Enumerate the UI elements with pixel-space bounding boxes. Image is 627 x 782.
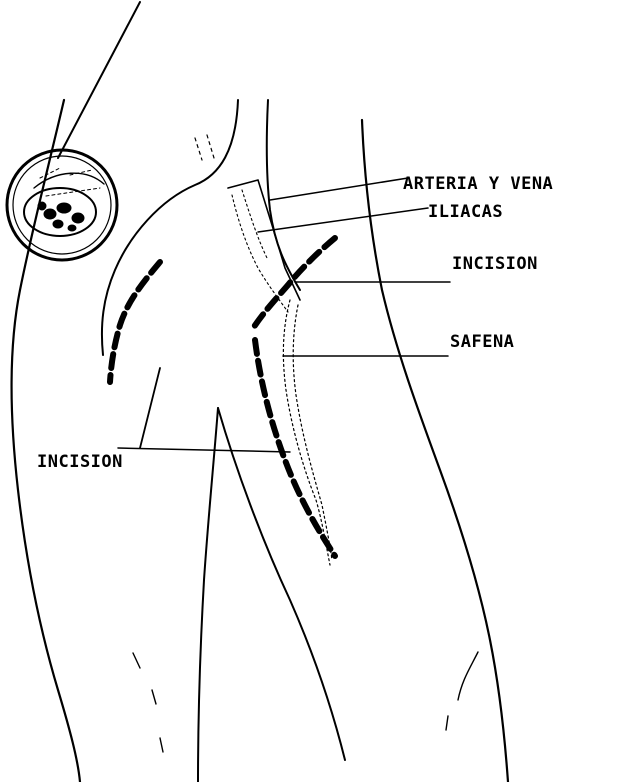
saphenous-vein (283, 300, 330, 565)
leader-incision-left (118, 448, 290, 452)
vessel-cross-section (24, 168, 104, 236)
groin-dotted-mark (195, 135, 214, 160)
leader-iliacas (258, 208, 428, 232)
short-stroke-left (140, 368, 160, 448)
incision-saphenous-dashed (255, 340, 335, 556)
leg-outline-left (12, 100, 81, 782)
lower-marks-left (133, 653, 163, 752)
label-incision-right: INCISION (452, 256, 538, 273)
lower-marks-right (446, 652, 478, 730)
inset-leader-line (58, 2, 140, 158)
label-iliacas: ILIACAS (428, 204, 503, 221)
incision-left-dashed (110, 262, 160, 382)
label-incision-left: INCISION (37, 454, 123, 471)
label-arteria-y-vena: ARTERIA Y VENA (403, 176, 553, 193)
inner-thigh-line-2 (218, 408, 345, 760)
leader-arteria (270, 178, 408, 200)
label-safena: SAFENA (450, 334, 514, 351)
inner-thigh-line (198, 408, 218, 782)
